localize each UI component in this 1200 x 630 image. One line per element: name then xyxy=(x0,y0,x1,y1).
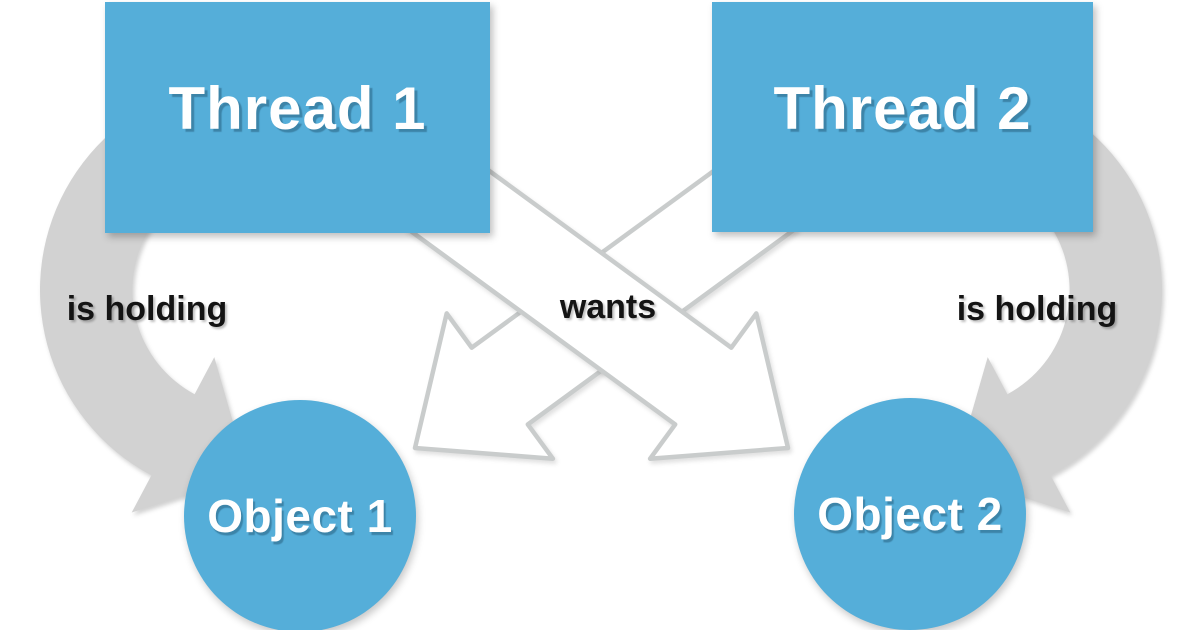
object1-label: Object 1 xyxy=(207,490,393,542)
wants-arrow-thread1-object2 xyxy=(404,149,791,461)
object1-node: Object 1 xyxy=(184,400,416,630)
thread1-node: Thread 1 xyxy=(105,2,490,233)
is-holding-label-right: is holding xyxy=(956,290,1118,328)
thread1-label: Thread 1 xyxy=(168,75,427,142)
thread2-node: Thread 2 xyxy=(712,2,1093,232)
object2-label: Object 2 xyxy=(817,488,1003,540)
thread2-label: Thread 2 xyxy=(773,74,1032,142)
object2-node: Object 2 xyxy=(794,398,1026,630)
wants-label: wants xyxy=(559,288,657,326)
is-holding-label-left: is holding xyxy=(66,290,228,328)
